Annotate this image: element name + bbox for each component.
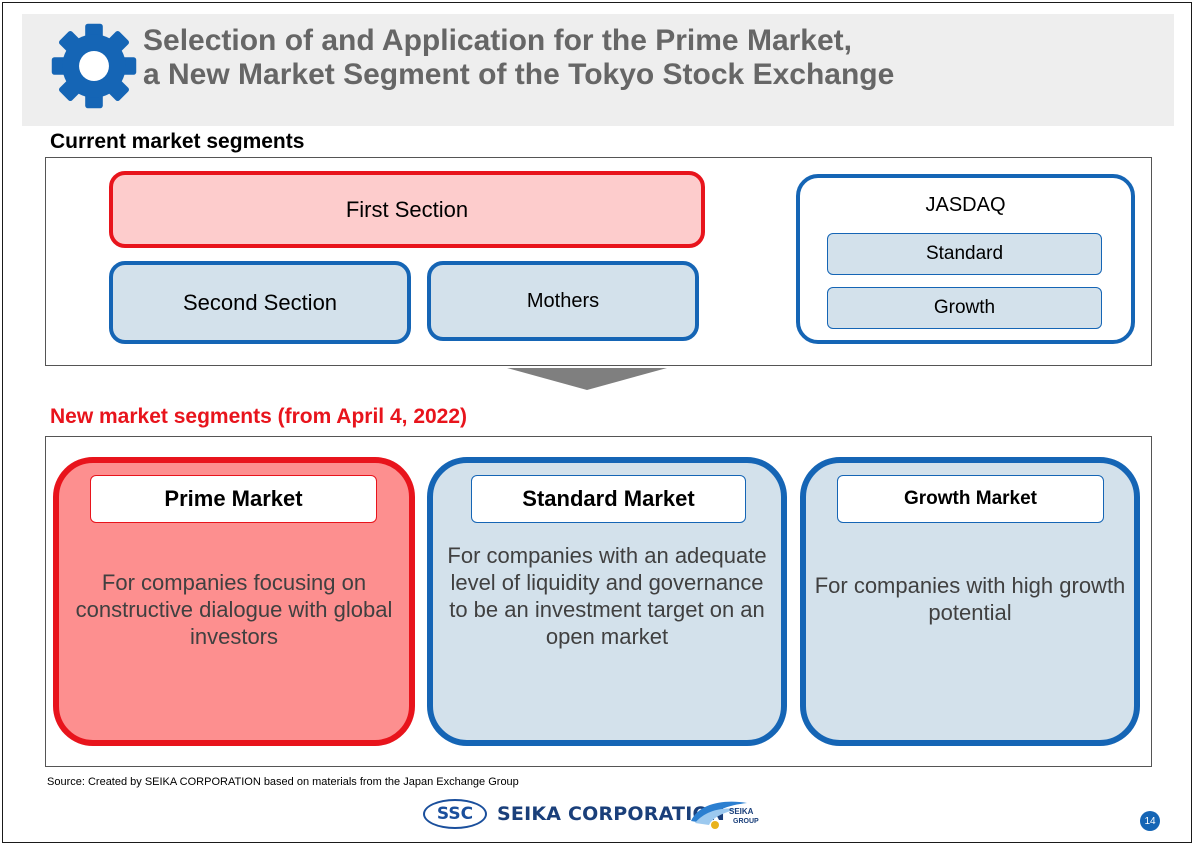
prime-market-name: Prime Market <box>90 475 377 523</box>
gear-icon <box>51 23 137 109</box>
prime-market-description: For companies focusing on constructive d… <box>75 570 393 649</box>
second-section-box: Second Section <box>109 261 411 344</box>
title-line-1: Selection of and Application for the Pri… <box>143 24 852 57</box>
header-band <box>22 14 1174 126</box>
first-section-box: First Section <box>109 171 705 248</box>
company-name: SEIKA CORPORATION <box>497 803 725 825</box>
standard-market-name: Standard Market <box>471 475 746 523</box>
down-arrow-icon <box>507 368 667 390</box>
ssc-logo-mark: SSC <box>423 799 487 829</box>
jasdaq-growth-box: Growth <box>827 287 1102 329</box>
page-title: Selection of and Application for the Pri… <box>143 24 1163 92</box>
new-segments-label: New market segments (from April 4, 2022) <box>50 405 468 428</box>
seika-group-logo: SEIKA GROUP <box>691 801 759 829</box>
title-line-2: a New Market Segment of the Tokyo Stock … <box>143 58 895 91</box>
growth-market-description: For companies with high growth potential <box>814 573 1126 625</box>
jasdaq-standard-box: Standard <box>827 233 1102 275</box>
svg-text:GROUP: GROUP <box>733 818 759 825</box>
growth-market-name: Growth Market <box>837 475 1104 523</box>
jasdaq-title: JASDAQ <box>925 194 1006 216</box>
company-logo: SSC SEIKA CORPORATION SEIKA GROUP <box>423 795 783 835</box>
svg-text:SEIKA: SEIKA <box>729 807 754 816</box>
current-segments-label: Current market segments <box>50 130 305 153</box>
standard-market-description: For companies with an adequate level of … <box>447 543 767 649</box>
mothers-box: Mothers <box>427 261 699 341</box>
page-number: 14 <box>1140 811 1160 831</box>
source-note: Source: Created by SEIKA CORPORATION bas… <box>47 776 519 788</box>
